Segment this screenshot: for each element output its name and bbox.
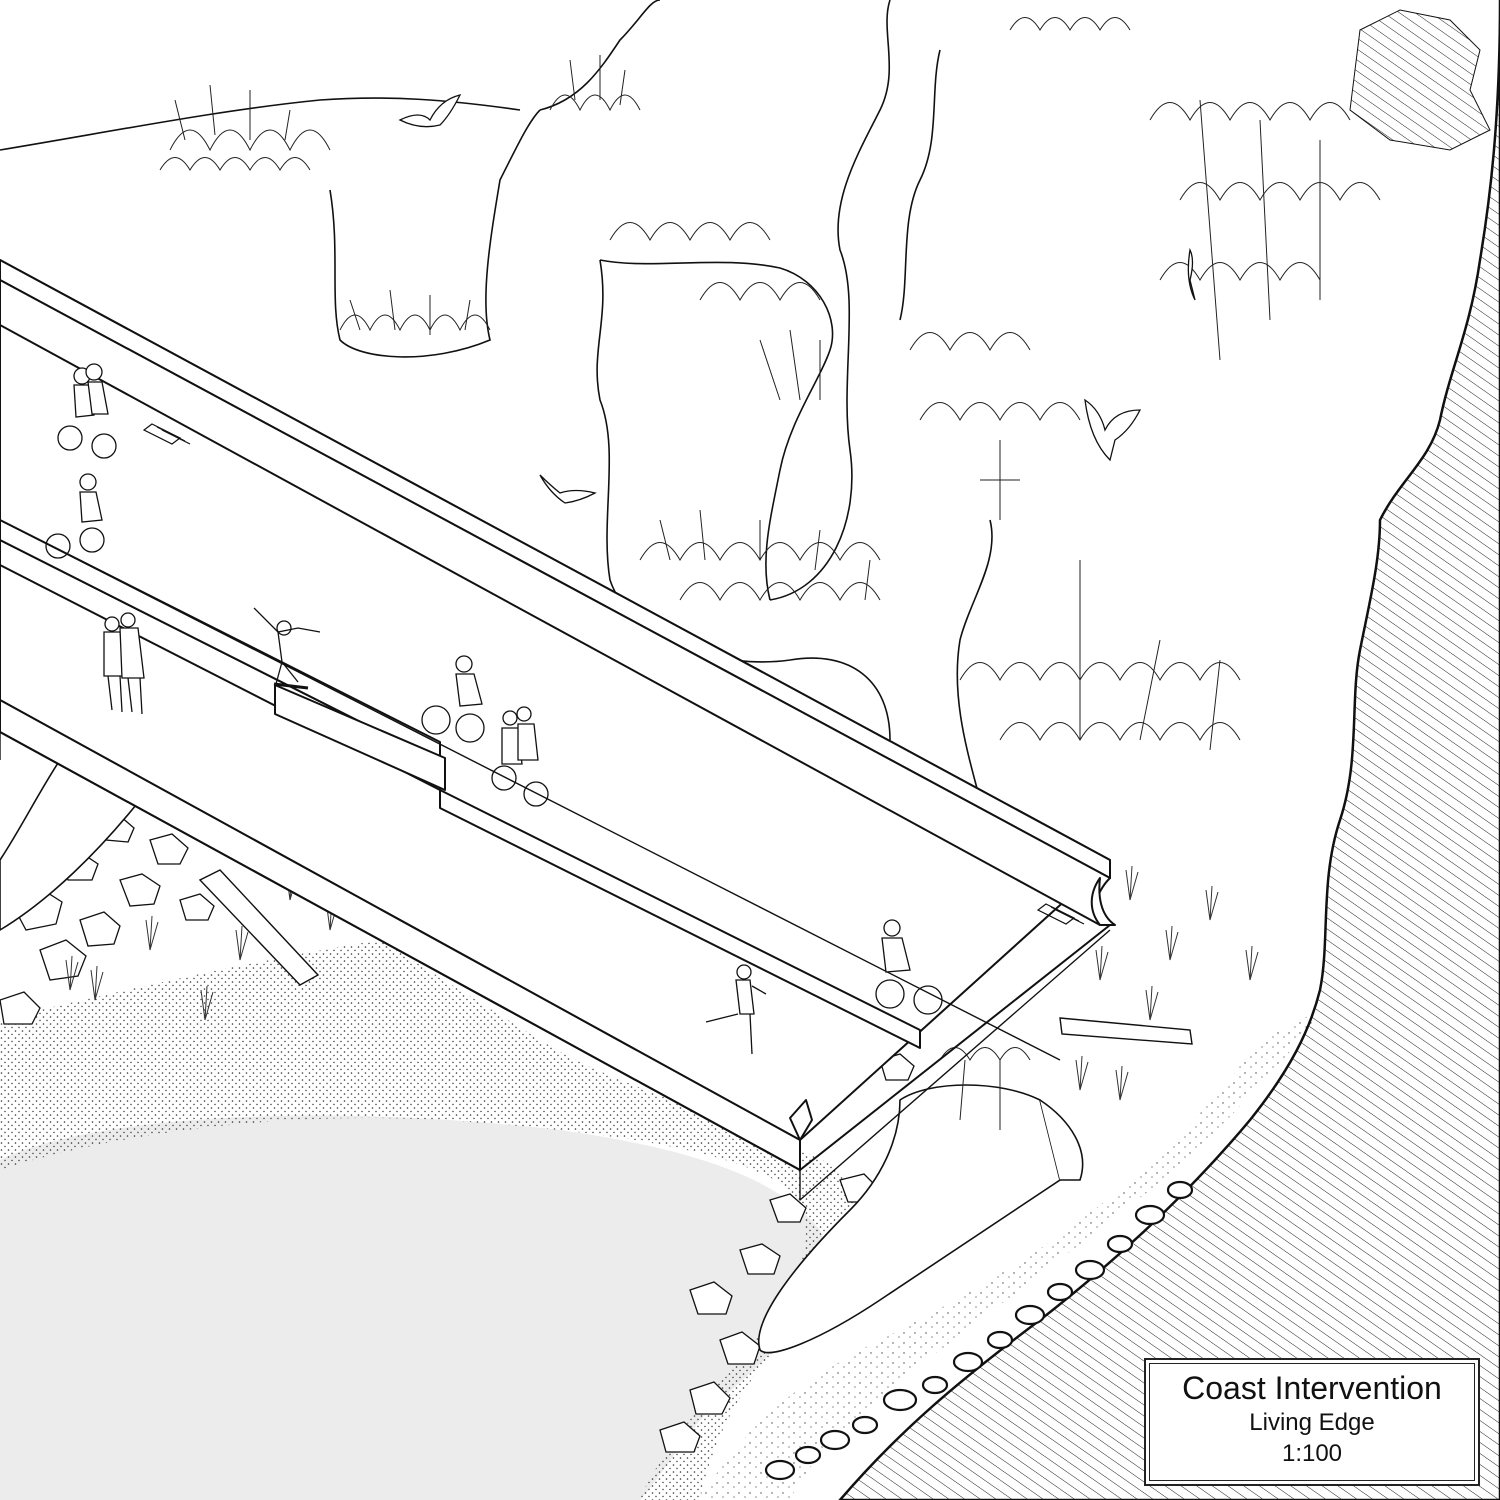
- drawing-title: Coast Intervention: [1182, 1370, 1442, 1406]
- pebble-line: [764, 1180, 1194, 1481]
- beach-sand: [0, 940, 867, 1500]
- deck-lower-curb-end: [789, 1099, 813, 1141]
- title-block: Coast Intervention Living Edge 1:100: [1144, 1358, 1480, 1486]
- fern-cluster-lower-center: [639, 509, 881, 602]
- cyclist-1: [45, 473, 105, 559]
- cliff-section-hatch: [838, 0, 1500, 1500]
- grass-tufts: [65, 865, 1259, 1101]
- couple-walking: [103, 612, 145, 715]
- skateboarder: [253, 607, 321, 690]
- deck-lower-curb-2: [439, 789, 921, 1049]
- boardwalk-deck: [0, 259, 1116, 1201]
- skate-bench: [274, 684, 446, 791]
- drain-grates: [142, 423, 1085, 925]
- heron-1: [1187, 247, 1196, 301]
- sea-water: [0, 1115, 826, 1500]
- fern-cluster-top-left: [159, 84, 331, 171]
- cyclist-pair-top: [57, 363, 117, 459]
- deck-underside: [0, 732, 1111, 1201]
- drawing-subtitle: Living Edge: [1249, 1409, 1375, 1436]
- people: [45, 363, 943, 1055]
- cyclist-3: [875, 919, 943, 1015]
- cliff-outline: [0, 0, 1481, 1121]
- runner: [705, 964, 767, 1055]
- deck-upper-curb-end: [1090, 877, 1116, 926]
- fern-cluster-mid: [339, 289, 491, 335]
- pier-support: [0, 758, 1084, 1354]
- cyclist-2: [421, 655, 485, 743]
- fern-cluster-top-center: [549, 55, 641, 112]
- vegetation-clusters: [159, 17, 1381, 1130]
- gull-2: [398, 94, 462, 128]
- deck-inner-edge: [0, 519, 1061, 1061]
- fern-cluster-lower-right: [959, 560, 1241, 751]
- fern-cluster-top-right: [1009, 17, 1381, 361]
- beach-sand-right: [700, 1010, 1320, 1500]
- cormorant-1: [1084, 398, 1142, 462]
- cyclist-pair-bottom: [491, 706, 549, 807]
- fern-cluster-right: [909, 332, 1081, 520]
- fern-cluster-center: [609, 222, 821, 401]
- drawing-scale: 1:100: [1281, 1440, 1343, 1467]
- rock-strata-top-right: [1349, 9, 1491, 151]
- driftwood: [198, 869, 1193, 1045]
- gull-3: [539, 474, 597, 504]
